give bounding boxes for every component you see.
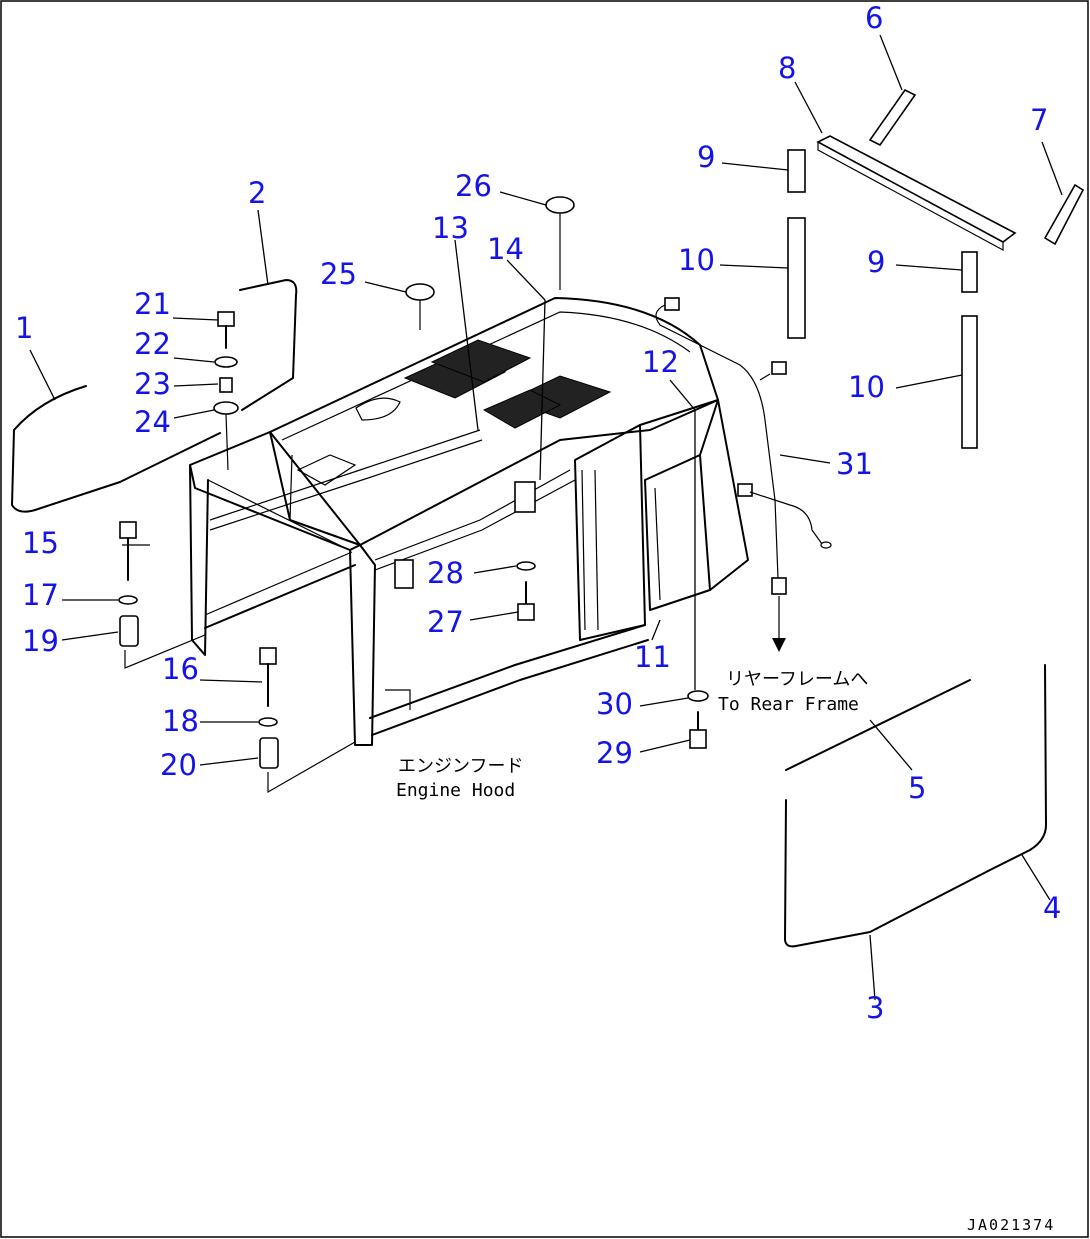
callout-9a: 9 xyxy=(697,140,715,174)
callout-22: 22 xyxy=(134,327,171,361)
callout-19: 19 xyxy=(22,624,59,658)
part-9-block-b xyxy=(961,251,978,293)
callout-23: 23 xyxy=(134,367,171,401)
callout-9b: 9 xyxy=(867,245,885,279)
fasteners-29-30 xyxy=(687,690,709,749)
callout-10a: 10 xyxy=(678,243,715,277)
callout-7: 7 xyxy=(1030,103,1048,137)
wiring-harness xyxy=(655,297,832,652)
seal-3 xyxy=(784,799,991,948)
callout-16: 16 xyxy=(162,652,199,686)
part-8-rail xyxy=(816,135,1017,252)
leader-lines xyxy=(29,34,1063,1001)
callout-26: 26 xyxy=(455,169,492,203)
callouts: 1 2 3 4 5 6 7 8 9 9 10 10 11 12 13 14 15… xyxy=(15,1,1061,1025)
part-9-block-a xyxy=(787,149,806,193)
notes: エンジンフード Engine Hood リヤーフレームへ To Rear Fra… xyxy=(396,669,868,801)
knob-26 xyxy=(545,196,575,290)
fasteners-16-20 xyxy=(258,647,356,794)
fasteners-21-24 xyxy=(213,311,239,471)
callout-4: 4 xyxy=(1043,891,1061,925)
arrow-down-icon xyxy=(772,638,786,652)
callout-3: 3 xyxy=(866,991,884,1025)
callout-20: 20 xyxy=(160,748,197,782)
part-7-pad xyxy=(1043,183,1085,246)
callout-18: 18 xyxy=(162,704,199,738)
part-6-pad xyxy=(868,88,917,147)
engine-hood-label-en: Engine Hood xyxy=(396,780,515,801)
callout-28: 28 xyxy=(427,556,464,590)
callout-31: 31 xyxy=(836,447,873,481)
seal-2 xyxy=(239,279,298,411)
callout-11: 11 xyxy=(634,640,671,674)
callout-21: 21 xyxy=(134,287,171,321)
seal-4 xyxy=(989,664,1047,871)
part-10-strip-a xyxy=(787,217,806,339)
fasteners-27-28 xyxy=(516,561,536,621)
rear-frame-label-jp: リヤーフレームへ xyxy=(726,669,868,690)
seal-5 xyxy=(785,679,971,771)
grille-right-2 xyxy=(482,389,562,429)
callout-12: 12 xyxy=(642,345,679,379)
callout-27: 27 xyxy=(427,605,464,639)
knob-25 xyxy=(405,283,435,330)
part-10-strip-b xyxy=(961,315,978,449)
callout-1: 1 xyxy=(15,311,33,345)
hood-bracket-2 xyxy=(394,559,414,589)
callout-24: 24 xyxy=(134,405,171,439)
document-id: JA021374 xyxy=(967,1216,1055,1234)
callout-10b: 10 xyxy=(848,370,885,404)
callout-25: 25 xyxy=(320,257,357,291)
callout-6: 6 xyxy=(865,1,883,35)
seal-1 xyxy=(11,385,221,513)
rear-frame-label-en: To Rear Frame xyxy=(718,694,859,715)
callout-30: 30 xyxy=(596,687,633,721)
callout-17: 17 xyxy=(22,578,59,612)
callout-14: 14 xyxy=(487,232,524,266)
fasteners-15-19 xyxy=(118,521,206,669)
callout-15: 15 xyxy=(22,526,59,560)
engine-hood-label-jp: エンジンフード xyxy=(398,756,523,777)
engine-hood xyxy=(189,297,749,746)
callout-8: 8 xyxy=(778,51,796,85)
callout-2: 2 xyxy=(248,176,266,210)
callout-13: 13 xyxy=(432,211,469,245)
hood-bracket xyxy=(514,481,536,513)
callout-5: 5 xyxy=(908,771,926,805)
grille-left-2 xyxy=(430,339,532,383)
callout-29: 29 xyxy=(596,736,633,770)
